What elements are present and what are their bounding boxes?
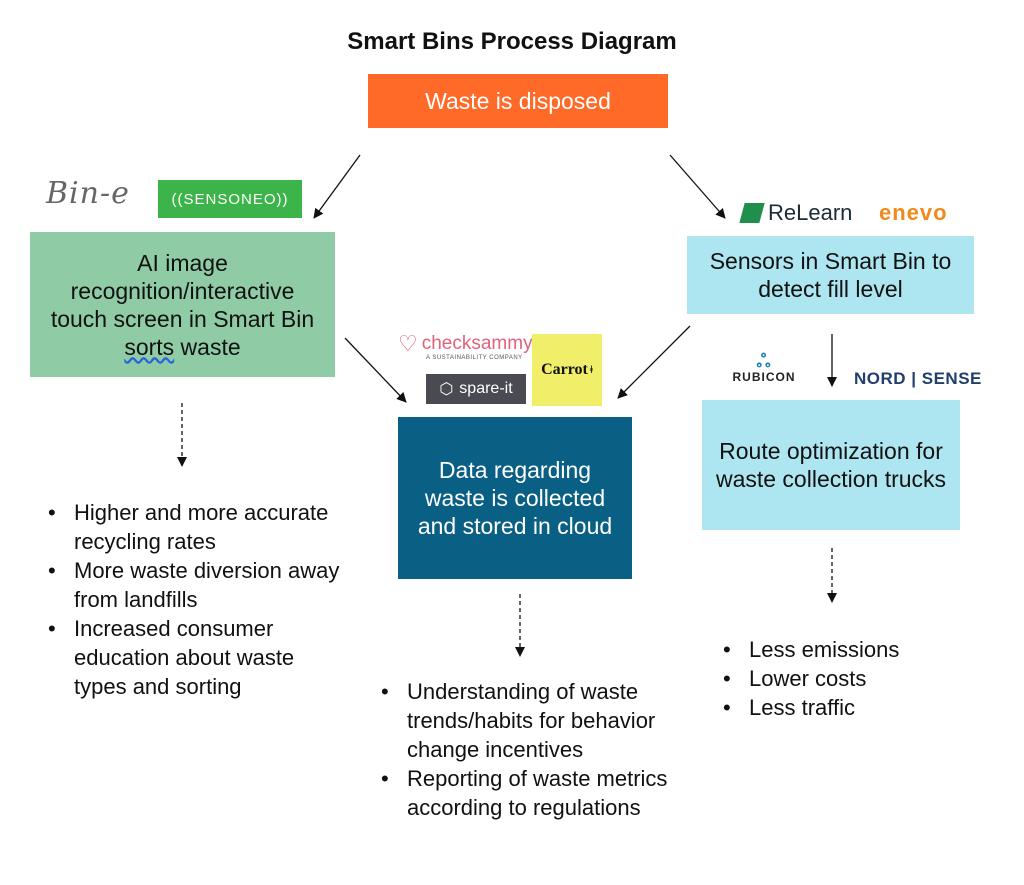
list-item: Less traffic (715, 693, 975, 722)
arrow-start-to-sensors (669, 154, 726, 219)
sensoneo-logo-text: ((SENSONEO)) (171, 190, 289, 208)
enevo-logo: enevo (879, 200, 948, 225)
arrow-ai-to-data (344, 337, 407, 403)
arrow-sensors-to-data (617, 325, 691, 399)
spareit-logo-text: spare-it (459, 380, 513, 397)
box-ai-recognition-label: AI image recognition/interactive touch s… (50, 249, 315, 360)
box-route-optimization: Route optimization for waste collection … (702, 400, 960, 530)
checksammy-logo: ♡ checksammy A SUSTAINABILITY COMPANY (398, 331, 533, 361)
heart-icon: ♡ (398, 331, 418, 356)
checksammy-tagline: A SUSTAINABILITY COMPANY (426, 355, 523, 361)
carrot-logo-text: Carrot (541, 361, 588, 378)
list-item: More waste diversion away from landfills (40, 556, 340, 614)
rubicon-mark-icon: ஃ (756, 351, 772, 371)
box-waste-disposed: Waste is disposed (368, 74, 668, 128)
list-left-outcomes: Higher and more accurate recycling rates… (40, 498, 340, 701)
list-item: Understanding of waste trends/habits for… (373, 677, 673, 764)
nordsense-logo: NORD | SENSE (854, 369, 982, 388)
relearn-mark-icon (739, 203, 765, 223)
list-item: Higher and more accurate recycling rates (40, 498, 340, 556)
rubicon-logo-text: RUBICON (732, 370, 796, 384)
list-center-outcomes: Understanding of waste trends/habits for… (373, 677, 673, 822)
box-data-cloud: Data regarding waste is collected and st… (398, 417, 632, 579)
list-item: Lower costs (715, 664, 975, 693)
bine-logo: Bin-e (46, 176, 130, 211)
list-item: Increased consumer education about waste… (40, 614, 340, 701)
box-route-optimization-label: Route optimization for waste collection … (715, 438, 947, 492)
list-item: Less emissions (715, 635, 975, 664)
box-sensors-label: Sensors in Smart Bin to detect fill leve… (709, 248, 952, 302)
cube-icon: ⬡ (439, 381, 454, 398)
arrow-start-to-ai (313, 154, 361, 219)
relearn-logo: ReLearn (739, 200, 853, 226)
spareit-logo: ⬡ spare-it (426, 374, 526, 404)
list-item: Reporting of waste metrics according to … (373, 764, 673, 822)
box-ai-recognition: AI image recognition/interactive touch s… (30, 232, 335, 377)
diagram-title: Smart Bins Process Diagram (347, 28, 677, 55)
checksammy-logo-text: checksammy (421, 333, 533, 354)
sensoneo-logo: ((SENSONEO)) (158, 180, 302, 218)
box-waste-disposed-label: Waste is disposed (425, 87, 611, 114)
rubicon-logo: ஃ RUBICON (724, 352, 804, 384)
relearn-logo-text: ReLearn (768, 200, 853, 225)
box-sensors: Sensors in Smart Bin to detect fill leve… (687, 236, 974, 314)
carrot-icon: ǂ (589, 364, 593, 376)
box-data-cloud-label: Data regarding waste is collected and st… (417, 457, 613, 539)
list-right-outcomes: Less emissions Lower costs Less traffic (715, 635, 975, 722)
